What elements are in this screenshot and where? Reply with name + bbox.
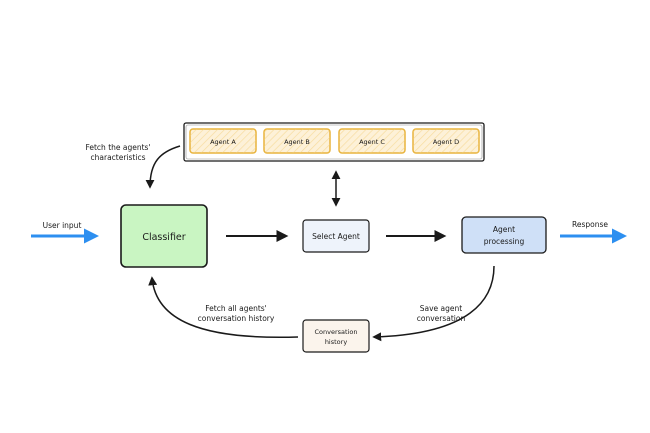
save-conversation-label: Save agent conversation (417, 304, 466, 323)
agent-a-label: Agent A (210, 138, 236, 146)
response-label: Response (572, 220, 608, 229)
agent-b-label: Agent B (284, 138, 310, 146)
svg-text:conversation history: conversation history (198, 314, 275, 323)
svg-text:Fetch all agents': Fetch all agents' (205, 304, 267, 313)
agent-d-label: Agent D (433, 138, 459, 146)
agent-processing-label-line1: Agent (493, 225, 515, 234)
fetch-history-label: Fetch all agents' conversation history (198, 304, 275, 323)
svg-text:characteristics: characteristics (91, 153, 146, 162)
select-agent-label: Select Agent (312, 232, 360, 241)
agent-processing-box: Agent processing (461, 216, 547, 254)
fetch-history-arrow (148, 276, 299, 339)
agent-c-label: Agent C (359, 138, 385, 146)
save-conversation-arrow (372, 265, 495, 342)
classifier-box: Classifier (120, 204, 208, 268)
conversation-history-label-line1: Conversation (315, 328, 358, 336)
agent-a-box: Agent A (189, 128, 257, 154)
fetch-characteristics-label: Fetch the agents' characteristics (85, 143, 150, 162)
conversation-history-box: Conversation history (302, 319, 370, 353)
agent-c-box: Agent C (338, 128, 406, 154)
user-input-label: User input (43, 221, 82, 230)
conversation-history-label-line2: history (325, 338, 348, 346)
fetch-characteristics-arrow (145, 145, 181, 189)
svg-text:conversation: conversation (417, 314, 466, 323)
classifier-label: Classifier (142, 232, 185, 243)
agent-b-box: Agent B (263, 128, 331, 154)
agent-d-box: Agent D (412, 128, 480, 154)
svg-text:Fetch the agents': Fetch the agents' (85, 143, 150, 152)
svg-text:Save agent: Save agent (420, 304, 463, 313)
agents-panel: Agent A Agent B Agent C Agent D (183, 122, 485, 162)
select-agent-box: Select Agent (302, 219, 370, 253)
agent-processing-label-line2: processing (484, 237, 525, 246)
